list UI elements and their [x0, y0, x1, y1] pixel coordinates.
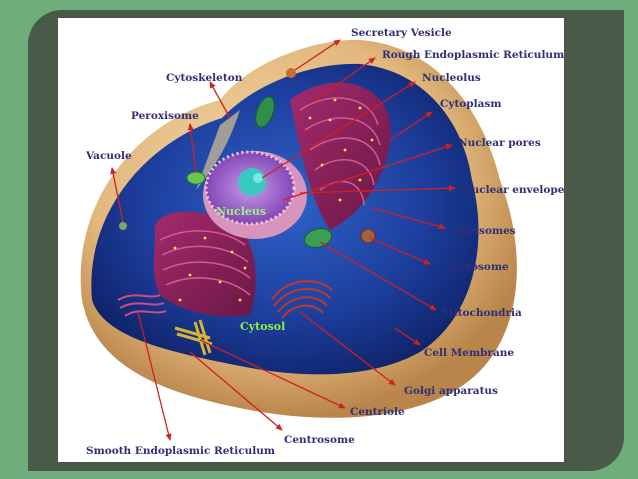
label-nucleus: Nucleus: [216, 205, 266, 218]
lysosome-shape: [360, 228, 376, 244]
ribosome-dots: [173, 98, 374, 302]
label-cytoplasm: Cytoplasm: [440, 98, 501, 110]
label-smooth-er: Smooth Endoplasmic Reticulum: [86, 445, 275, 457]
label-nucleolus: Nucleolus: [422, 72, 481, 84]
nucleolus-shape: [238, 168, 266, 196]
peroxisome-shape: [186, 171, 206, 185]
smooth-er-shape: [117, 294, 167, 317]
label-centrosome: Centrosome: [284, 434, 355, 446]
label-cell-membrane: Cell Membrane: [424, 347, 514, 359]
nucleus: [203, 150, 307, 239]
label-vacuole: Vacuole: [85, 150, 132, 162]
vesicle-shape: [286, 68, 296, 78]
vacuole-shape: [119, 222, 127, 230]
label-nuclear-envelope: Nuclear envelope: [462, 184, 565, 196]
label-nuclear-pores: Nuclear pores: [458, 137, 541, 149]
label-cytosol: Cytosol: [240, 320, 285, 333]
rough-er-stack-left: [153, 211, 256, 317]
mitochondria-shapes: [255, 96, 333, 248]
label-centriole: Centriole: [350, 406, 405, 418]
label-secretary-vesicle: Secretary Vesicle: [351, 27, 452, 39]
label-lysosome: Lysosome: [452, 261, 509, 273]
label-ribosomes: Ribosomes: [452, 225, 516, 237]
label-mitochondria: Mitochondria: [442, 307, 522, 319]
label-cytoskeleton: Cytoskeleton: [166, 72, 243, 84]
label-peroxisome: Peroxisome: [131, 110, 199, 122]
label-golgi-apparatus: Golgi apparatus: [404, 385, 498, 397]
golgi-shape: [271, 280, 333, 319]
label-rough-er: Rough Endoplasmic Reticulum: [382, 49, 564, 61]
leader-lines: [110, 39, 456, 441]
cut-face: [196, 110, 240, 190]
